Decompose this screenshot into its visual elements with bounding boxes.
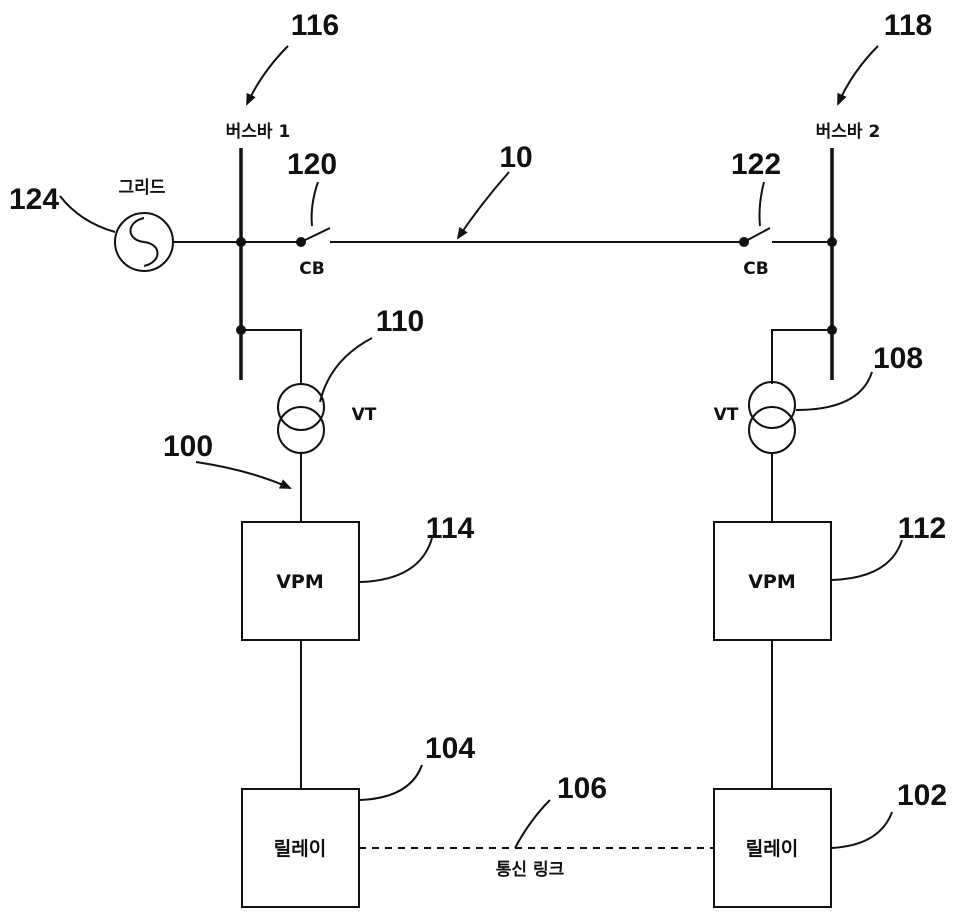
vt-right-primary-coil [748, 381, 796, 429]
ref-116: 116 [291, 9, 339, 42]
vt-right-label: VT [714, 405, 739, 425]
ref-10: 10 [499, 141, 532, 174]
ref-106: 106 [557, 772, 607, 805]
comm-link-label: 통신 링크 [496, 860, 565, 880]
vt-left-label: VT [352, 405, 377, 425]
leader-124 [59, 195, 116, 233]
ref-114: 114 [426, 512, 475, 545]
vpm-left-box [241, 521, 360, 641]
cb-right-label: CB [743, 259, 768, 279]
leader-106 [514, 799, 551, 849]
ref-104: 104 [425, 732, 475, 765]
node-dot [739, 237, 749, 247]
vt-right-secondary-coil [748, 406, 796, 454]
node-dot [827, 237, 837, 247]
node-dot [827, 325, 837, 335]
ref-110: 110 [376, 305, 424, 338]
leader-108 [795, 371, 873, 411]
leader-114 [359, 537, 433, 583]
node-dot [236, 237, 246, 247]
busbar-2-label: 버스바 2 [816, 122, 881, 142]
grid-label: 그리드 [119, 178, 166, 198]
vt-left-tap-line [241, 329, 302, 384]
leader-120 [310, 181, 319, 227]
leader-112 [831, 539, 903, 581]
cb-left-switch [300, 227, 331, 243]
node-dot [236, 325, 246, 335]
relay-left-box [241, 788, 360, 908]
relay-right-label: 릴레이 [746, 838, 798, 860]
ref-120: 120 [287, 148, 337, 181]
leader-10 [456, 171, 510, 240]
leader-122 [758, 181, 765, 227]
ref-108: 108 [873, 342, 923, 375]
ref-100: 100 [163, 430, 213, 463]
ref-124: 124 [9, 183, 59, 216]
leader-116 [246, 45, 289, 106]
leader-104 [359, 764, 423, 801]
ref-112: 112 [898, 512, 946, 545]
vt-right-tap-line [771, 329, 832, 384]
node-dot [296, 237, 306, 247]
vt-left-primary-coil [277, 383, 325, 431]
leader-110 [319, 337, 373, 403]
relay-right-box [713, 788, 832, 908]
relay-left-label: 릴레이 [274, 838, 326, 860]
leader-118 [837, 45, 879, 106]
vpm-right-box [713, 521, 832, 641]
busbar-1-label: 버스바 1 [226, 122, 291, 142]
vpm-left-label: VPM [276, 571, 324, 593]
leader-102 [831, 811, 893, 849]
leader-100 [195, 461, 292, 489]
vpm-right-label: VPM [748, 571, 796, 593]
sine-wave-icon [129, 217, 159, 267]
ref-102: 102 [897, 779, 947, 812]
ref-118: 118 [884, 9, 932, 42]
cb-left-label: CB [299, 259, 324, 279]
ref-122: 122 [731, 148, 781, 181]
